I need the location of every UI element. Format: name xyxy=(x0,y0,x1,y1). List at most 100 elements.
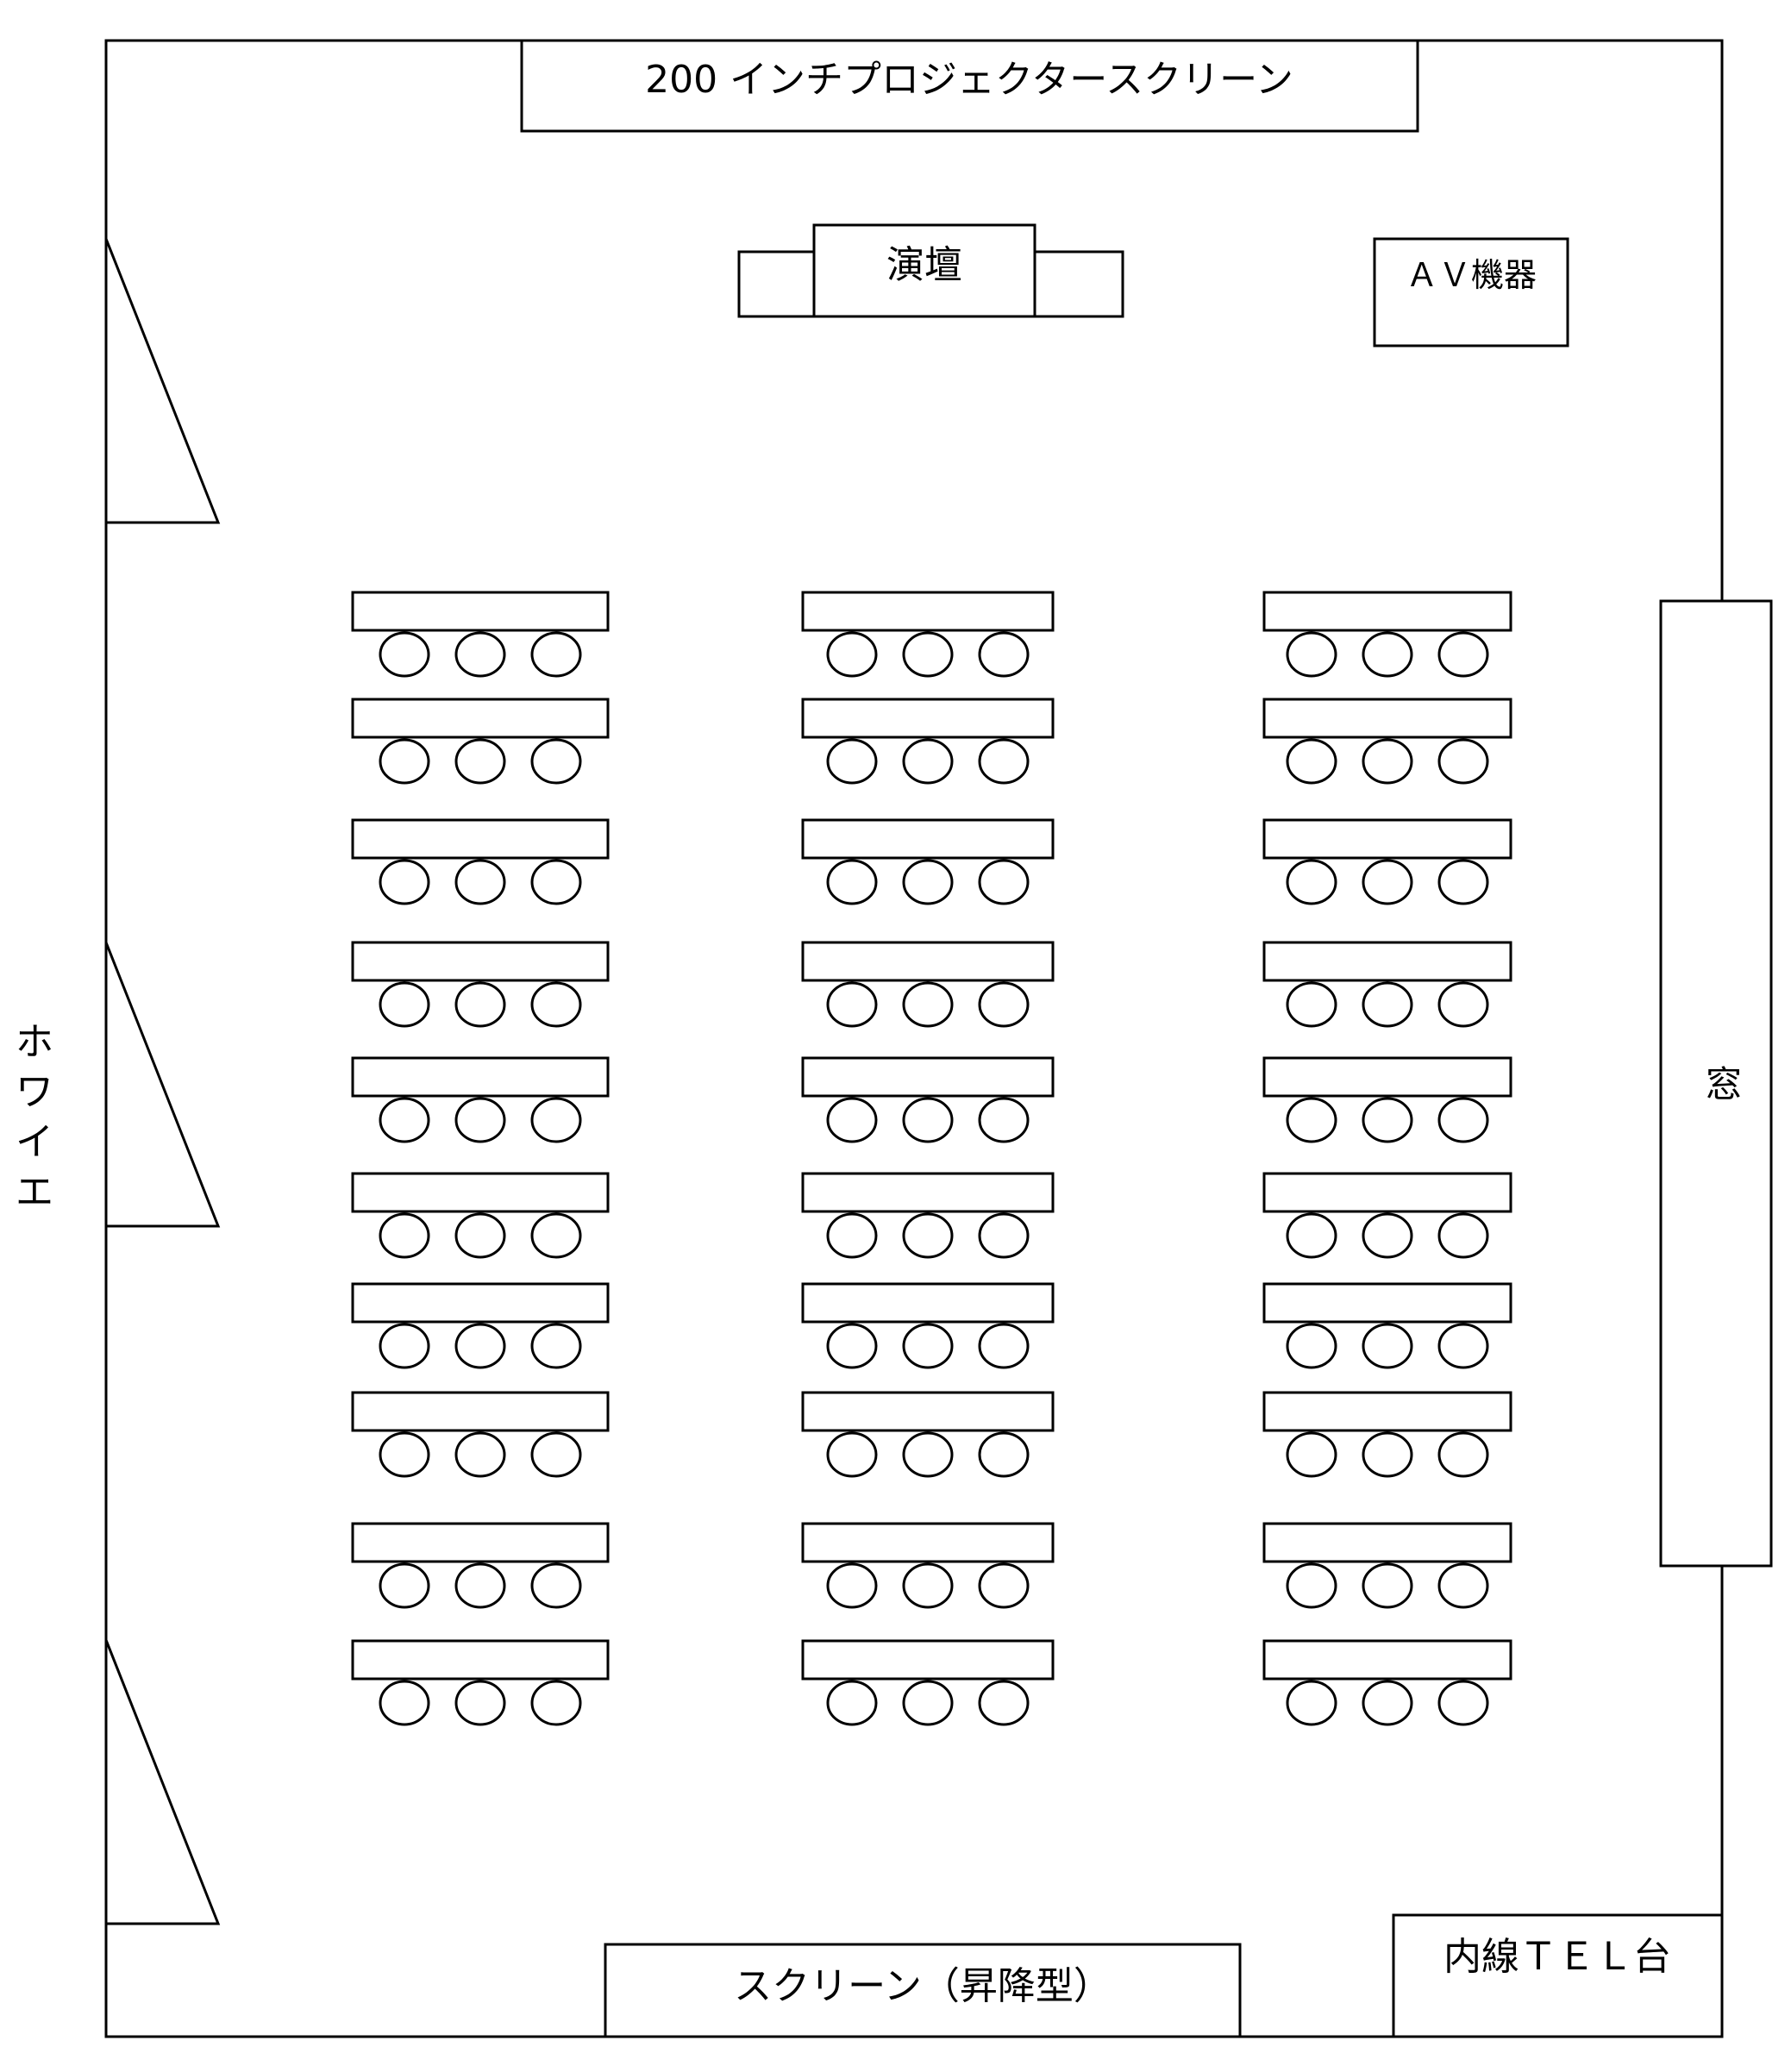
table xyxy=(1262,1056,1512,1098)
window-panel xyxy=(1659,599,1773,1568)
chair xyxy=(530,1431,582,1478)
chair xyxy=(826,1431,878,1478)
chair xyxy=(1437,1562,1489,1609)
table xyxy=(1262,1522,1512,1563)
chair xyxy=(1286,1431,1337,1478)
av-equipment-box xyxy=(1373,237,1569,347)
chair xyxy=(379,981,430,1028)
foyer-label: ホ ワ イ エ xyxy=(0,1017,69,1224)
chair xyxy=(1286,738,1337,785)
chair xyxy=(1362,859,1413,905)
table xyxy=(801,591,1055,632)
table xyxy=(801,1172,1055,1213)
chair xyxy=(826,738,878,785)
lift-screen-label: スクリーン（昇降型） xyxy=(734,1964,1112,2008)
chair xyxy=(530,1680,582,1726)
table xyxy=(801,1522,1055,1563)
chair xyxy=(978,1680,1030,1726)
table xyxy=(801,818,1055,860)
chair xyxy=(826,1562,878,1609)
projector-screen-label: 200 インチプロジェクタースクリーン xyxy=(645,58,1293,102)
chair xyxy=(1286,981,1337,1028)
chair xyxy=(902,738,954,785)
table xyxy=(801,698,1055,739)
chair xyxy=(1286,859,1337,905)
table xyxy=(351,941,610,982)
chair xyxy=(530,981,582,1028)
table xyxy=(801,1391,1055,1432)
chair xyxy=(379,1680,430,1726)
chair xyxy=(1362,1431,1413,1478)
tel-stand-label: 内線ＴＥＬ台 xyxy=(1443,1935,1671,1979)
chair xyxy=(379,631,430,678)
chair xyxy=(826,1323,878,1369)
window-label: 窓 xyxy=(1705,1063,1742,1105)
chair xyxy=(978,981,1030,1028)
table xyxy=(1262,1172,1512,1213)
door-3 xyxy=(104,1639,221,1925)
chair xyxy=(530,631,582,678)
chair xyxy=(454,1323,506,1369)
chair xyxy=(1362,981,1413,1028)
chair xyxy=(1286,631,1337,678)
table xyxy=(351,1172,610,1213)
chair xyxy=(530,738,582,785)
table xyxy=(1262,1282,1512,1324)
foyer-char: イ xyxy=(16,1120,53,1164)
chair xyxy=(530,1212,582,1259)
table xyxy=(351,1639,610,1681)
table xyxy=(801,1282,1055,1324)
table xyxy=(801,1056,1055,1098)
chair xyxy=(978,1097,1030,1143)
foyer-char: ワ xyxy=(16,1070,53,1114)
chair xyxy=(1362,1097,1413,1143)
chair xyxy=(978,859,1030,905)
podium xyxy=(737,223,1124,318)
table xyxy=(351,818,610,860)
chair xyxy=(902,631,954,678)
tel-stand xyxy=(1392,1913,1724,2038)
chair xyxy=(379,859,430,905)
chair xyxy=(1437,981,1489,1028)
seating-area xyxy=(351,591,1512,1726)
table xyxy=(801,941,1055,982)
chair xyxy=(1286,1097,1337,1143)
chair xyxy=(978,1323,1030,1369)
chair xyxy=(1437,1097,1489,1143)
chair xyxy=(826,1680,878,1726)
table xyxy=(351,698,610,739)
chair xyxy=(530,1097,582,1143)
chair xyxy=(454,1680,506,1726)
chair xyxy=(1437,1431,1489,1478)
chair xyxy=(978,738,1030,785)
chair xyxy=(379,1562,430,1609)
chair xyxy=(1362,1323,1413,1369)
chair xyxy=(826,1097,878,1143)
chair xyxy=(530,859,582,905)
chair xyxy=(902,1562,954,1609)
chair xyxy=(530,1323,582,1369)
foyer-char: エ xyxy=(16,1170,53,1214)
lift-screen xyxy=(604,1943,1242,2038)
chair xyxy=(978,1212,1030,1259)
table xyxy=(1262,591,1512,632)
chair xyxy=(454,981,506,1028)
chair xyxy=(902,1323,954,1369)
table xyxy=(1262,818,1512,860)
chair xyxy=(902,1212,954,1259)
chair xyxy=(379,1431,430,1478)
chair xyxy=(1286,1212,1337,1259)
chair xyxy=(978,1431,1030,1478)
chair xyxy=(902,1431,954,1478)
foyer-char: ホ xyxy=(16,1020,53,1064)
chair xyxy=(1362,1562,1413,1609)
chair xyxy=(826,1212,878,1259)
chair xyxy=(379,738,430,785)
chair xyxy=(1437,738,1489,785)
chair xyxy=(454,1562,506,1609)
table xyxy=(351,1056,610,1098)
chair xyxy=(1437,631,1489,678)
table xyxy=(801,1639,1055,1681)
chair xyxy=(902,1680,954,1726)
